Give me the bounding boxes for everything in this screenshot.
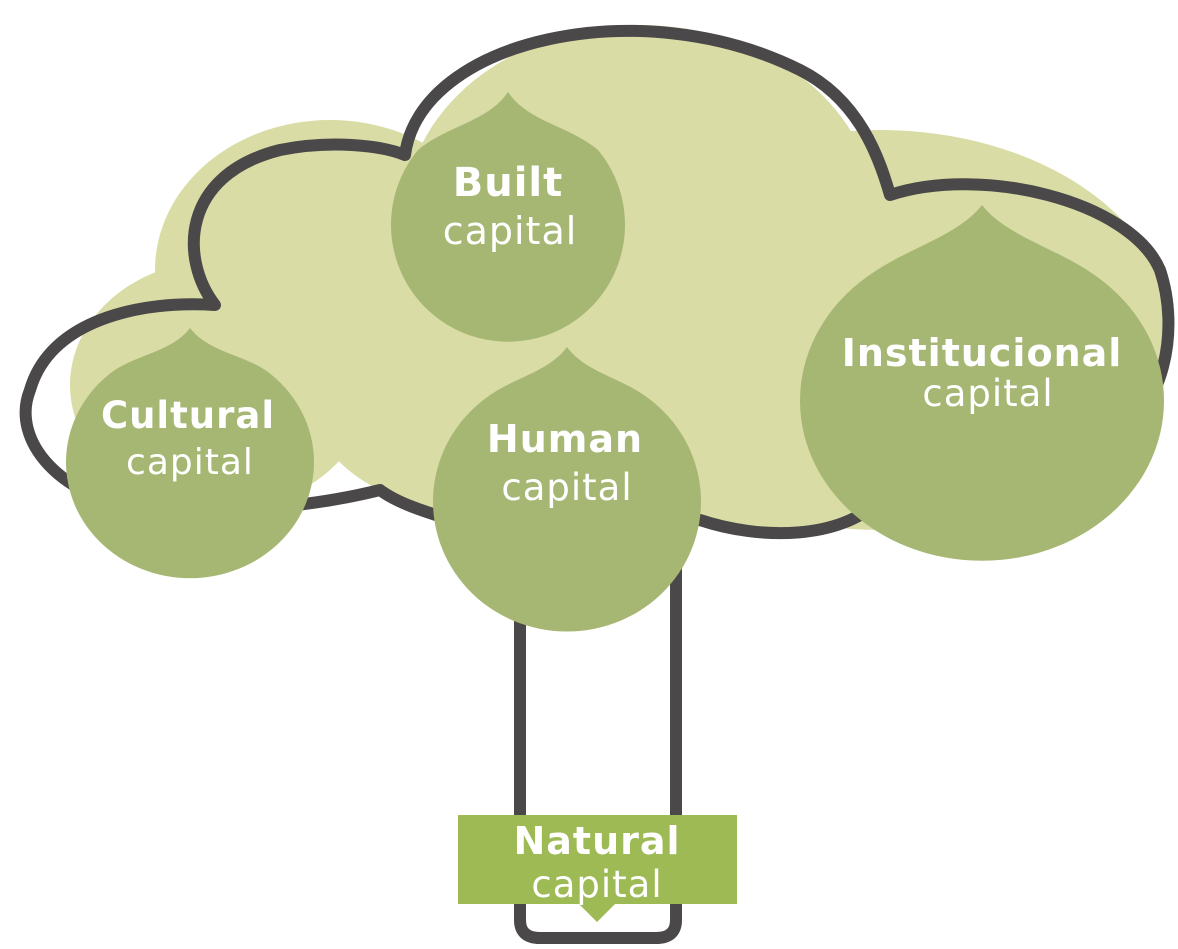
cultural-drop-shape: [65, 328, 314, 579]
human-label-regular: capital: [501, 466, 632, 509]
institutional-label-regular: capital: [922, 372, 1053, 415]
tree-crown-outline: [19, 24, 1175, 566]
natural-label-regular: capital: [531, 863, 662, 906]
human-drop-shape: [433, 347, 701, 632]
built-label-regular: capital: [443, 209, 578, 253]
human-capital-node: Human capital: [433, 347, 701, 632]
built-drop-shape: [391, 92, 625, 342]
cultural-capital-node: Cultural capital: [65, 328, 314, 579]
built-capital-node: Built capital: [391, 92, 625, 342]
natural-capital-node: Natural capital: [458, 815, 737, 922]
natural-label-bold: Natural: [513, 819, 680, 863]
cultural-label-regular: capital: [126, 442, 254, 483]
human-label-bold: Human: [487, 417, 643, 461]
natural-box-shape: [458, 815, 737, 922]
built-label-bold: Built: [453, 160, 564, 206]
cultural-label-bold: Cultural: [101, 394, 275, 437]
institutional-label-bold: Institucional: [842, 331, 1123, 375]
institutional-drop-shape: [800, 205, 1164, 561]
institutional-capital-node: Institucional capital: [800, 205, 1164, 561]
